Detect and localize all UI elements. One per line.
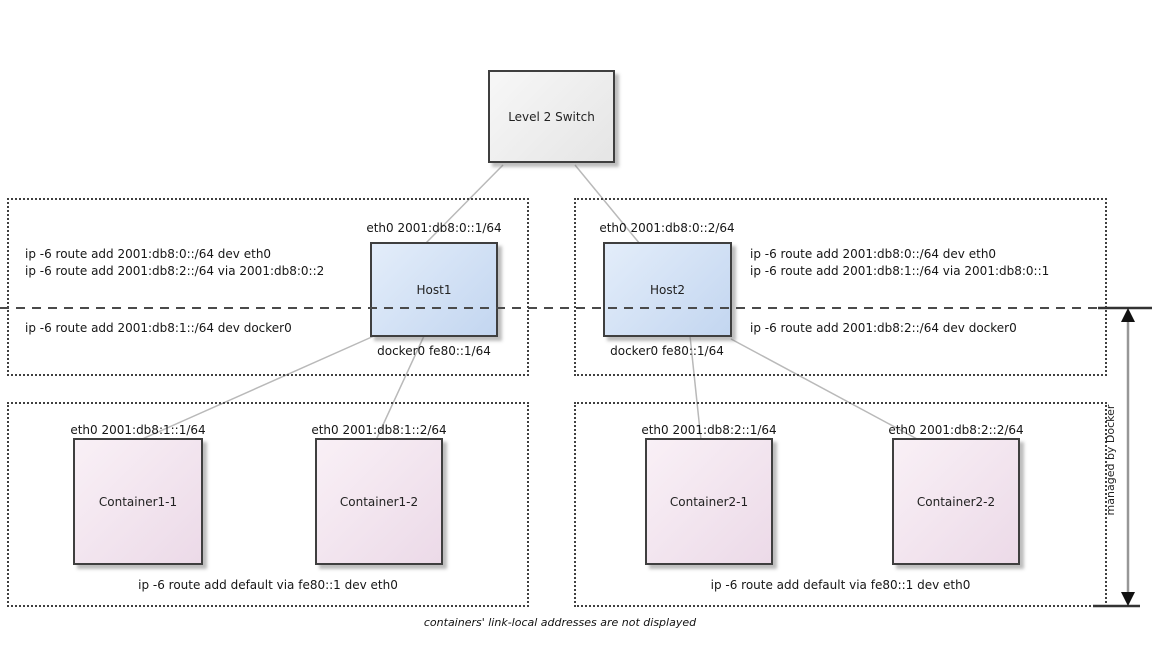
group2-default-route-text: ip -6 route add default via fe80::1 dev …: [710, 578, 971, 592]
container2-1-label: Container2-1: [669, 494, 749, 509]
container2-2-node: Container2-2: [892, 438, 1020, 565]
host2-route-via: ip -6 route add 2001:db8:1::/64 via 2001…: [750, 264, 1050, 278]
host2-docker0-address-label: docker0 fe80::1/64: [610, 344, 724, 358]
host2-label: Host2: [650, 282, 685, 297]
container2-2-eth0-address-label: eth0 2001:db8:2::2/64: [888, 423, 1024, 437]
container1-1-node: Container1-1: [73, 438, 203, 565]
level2-switch-node: Level 2 Switch: [488, 70, 615, 163]
managed-by-docker-label: managed by Docker: [1104, 404, 1117, 516]
container1-1-label: Container1-1: [98, 494, 178, 509]
host1-label: Host1: [416, 282, 452, 297]
host1-route-via: ip -6 route add 2001:db8:2::/64 via 2001…: [25, 264, 325, 278]
host2-route-docker0: ip -6 route add 2001:db8:2::/64 dev dock…: [750, 321, 1017, 335]
host1-node: Host1: [370, 242, 498, 337]
level2-switch-label: Level 2 Switch: [508, 109, 595, 124]
host1-docker0-address-label: docker0 fe80::1/64: [377, 344, 491, 358]
container1-2-eth0-address-label: eth0 2001:db8:1::2/64: [311, 423, 447, 437]
container1-1-eth0-address-label: eth0 2001:db8:1::1/64: [70, 423, 206, 437]
host1-routes-below-divider: ip -6 route add 2001:db8:1::/64 dev dock…: [25, 320, 292, 337]
host2-route-eth: ip -6 route add 2001:db8:0::/64 dev eth0: [750, 247, 997, 261]
container2-2-label: Container2-2: [916, 494, 996, 509]
host2-routes-above-divider: ip -6 route add 2001:db8:0::/64 dev eth0…: [750, 246, 1049, 280]
container1-2-label: Container1-2: [339, 494, 419, 509]
container2-1-node: Container2-1: [645, 438, 773, 565]
host2-routes-below-divider: ip -6 route add 2001:db8:2::/64 dev dock…: [750, 320, 1017, 337]
container2-1-eth0-address-label: eth0 2001:db8:2::1/64: [641, 423, 777, 437]
footnote-text: containers' link-local addresses are not…: [423, 616, 697, 629]
container1-2-node: Container1-2: [315, 438, 443, 565]
arrow-up-head-icon: [1121, 308, 1135, 322]
host1-eth0-address-label: eth0 2001:db8:0::1/64: [366, 221, 502, 235]
host2-eth0-address-label: eth0 2001:db8:0::2/64: [599, 221, 735, 235]
group1-default-route-text: ip -6 route add default via fe80::1 dev …: [138, 578, 398, 592]
host1-route-eth: ip -6 route add 2001:db8:0::/64 dev eth0: [25, 247, 272, 261]
host2-node: Host2: [603, 242, 732, 337]
arrow-down-head-icon: [1121, 592, 1135, 606]
host1-routes-above-divider: ip -6 route add 2001:db8:0::/64 dev eth0…: [25, 246, 324, 280]
host1-route-docker0: ip -6 route add 2001:db8:1::/64 dev dock…: [25, 321, 292, 335]
